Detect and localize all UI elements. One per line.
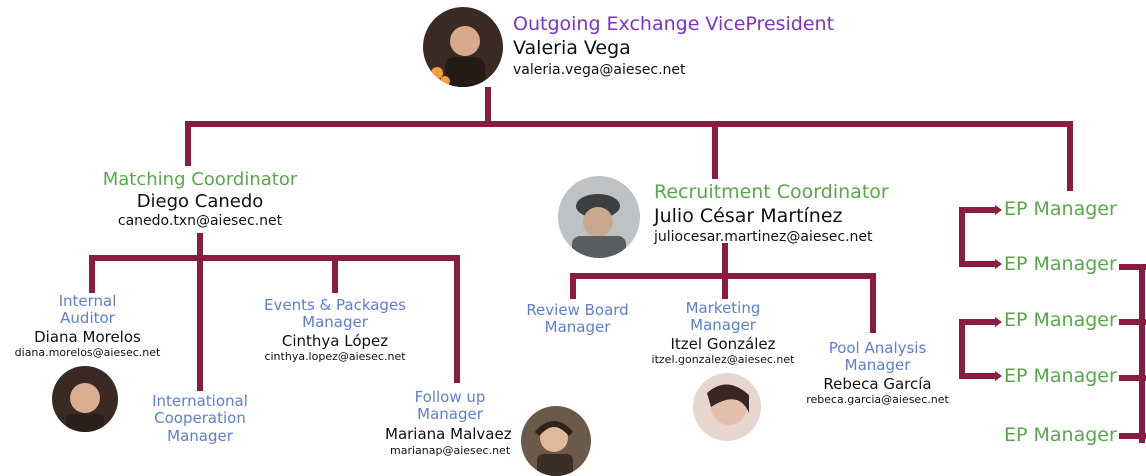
ep-manager-4: EP Manager (1004, 365, 1117, 387)
marketing-name: Itzel González (670, 334, 776, 353)
review-board-box: Review Board Manager (510, 301, 645, 337)
marketing-title-2: Manager (690, 316, 756, 335)
ep-manager-5: EP Manager (1004, 424, 1117, 446)
ep-manager-3: EP Manager (1004, 309, 1117, 331)
international-title-1: International (152, 392, 248, 410)
vp-name: Valeria Vega (513, 37, 631, 59)
followup-email: marianap@aiesec.net (390, 444, 511, 457)
matching-name: Diego Canedo (136, 190, 264, 212)
ep-manager-2: EP Manager (1004, 253, 1117, 275)
internal-auditor-name: Diana Morelos (34, 327, 141, 346)
avatar-itzel (693, 373, 761, 441)
internal-auditor-title-1: Internal (58, 292, 117, 310)
connector-ep-left (959, 207, 998, 379)
connector-recruitment (570, 243, 876, 333)
internal-auditor-box: Internal Auditor Diana Morelos diana.mor… (0, 292, 175, 359)
marketing-box: Marketing Manager Itzel González itzel.g… (648, 299, 798, 366)
avatar-julio (558, 176, 640, 258)
vp-title: Outgoing Exchange VicePresident (513, 13, 835, 35)
events-packages-box: Events & Packages Manager Cinthya López … (245, 296, 425, 363)
international-cooperation-box: International Cooperation Manager (130, 392, 270, 445)
person-photo-icon (521, 406, 591, 476)
recruitment-title: Recruitment Coordinator (654, 181, 889, 203)
recruitment-name: Julio César Martínez (654, 205, 843, 227)
matching-email: canedo.txn@aiesec.net (117, 213, 283, 230)
pool-title-1: Pool Analysis (828, 339, 927, 357)
followup-title-box: Follow up Manager (385, 388, 515, 424)
events-title-1: Events & Packages (263, 296, 406, 314)
followup-title-1: Follow up (414, 388, 486, 406)
events-title-2: Manager (302, 313, 368, 332)
review-title-2: Manager (544, 318, 611, 337)
person-photo-icon (558, 176, 640, 258)
avatar-diana (52, 366, 118, 432)
connector-matching (89, 233, 460, 391)
person-photo-icon (693, 373, 761, 441)
review-title-1: Review Board (526, 301, 629, 319)
followup-title-2: Manager (417, 405, 483, 424)
internal-auditor-title-2: Auditor (60, 309, 115, 328)
person-photo-icon (423, 7, 503, 87)
followup-name: Mariana Malvaez (385, 425, 512, 443)
pool-title-2: Manager (844, 356, 911, 375)
person-photo-icon (52, 366, 118, 432)
avatar-valeria (423, 7, 503, 87)
matching-title: Matching Coordinator (102, 169, 298, 190)
matching-coordinator-box: Matching Coordinator Diego Canedo canedo… (60, 169, 340, 230)
marketing-title-1: Marketing (685, 299, 761, 317)
events-email: cinthya.lopez@aiesec.net (264, 349, 406, 363)
avatar-mariana (521, 406, 591, 476)
marketing-email: itzel.gonzalez@aiesec.net (651, 352, 795, 366)
vp-email: valeria.vega@aiesec.net (513, 62, 686, 78)
pool-email: rebeca.garcia@aiesec.net (806, 392, 949, 406)
connector-vp (185, 87, 1073, 191)
pool-name: Rebeca García (823, 374, 932, 393)
ep-manager-1: EP Manager (1004, 198, 1117, 220)
recruitment-email: juliocesar.martinez@aiesec.net (654, 229, 873, 245)
internal-auditor-email: diana.morelos@aiesec.net (14, 345, 161, 359)
pool-analysis-box: Pool Analysis Manager Rebeca García rebe… (800, 339, 955, 406)
international-title-2: Cooperation (154, 409, 246, 428)
connector-ep-right (1119, 264, 1146, 443)
events-name: Cinthya López (281, 331, 389, 350)
international-title-3: Manager (167, 426, 233, 445)
